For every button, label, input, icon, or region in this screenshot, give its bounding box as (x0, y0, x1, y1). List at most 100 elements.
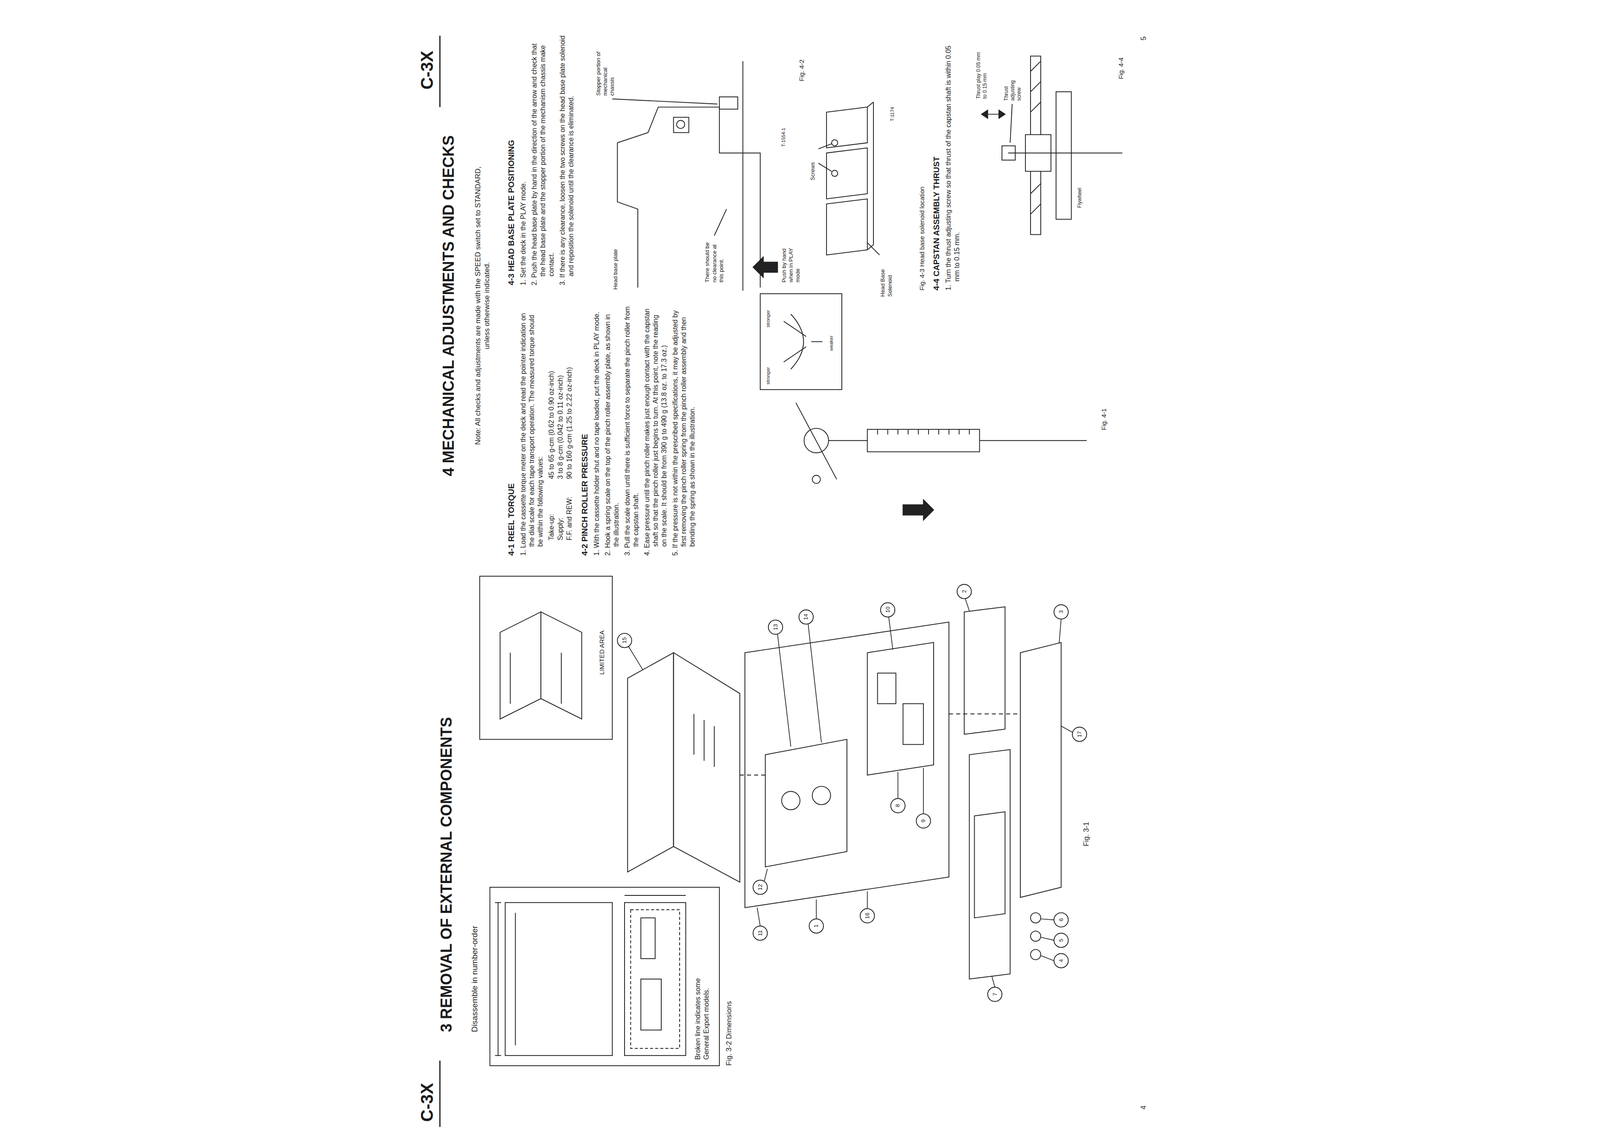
solenoid-figure (831, 170, 838, 177)
step-text: 1. Load the cassette torque meter on the… (519, 305, 545, 556)
callout-circle (1072, 727, 1087, 742)
figure-caption: Fig. 4-1 (1100, 391, 1109, 431)
exploded-view (812, 786, 831, 805)
callout-circle (957, 584, 972, 599)
callout-number: 16 (862, 910, 873, 923)
subsection-heading: 4-4 CAPSTAN ASSEMBLY THRUST (931, 35, 942, 291)
capstan-section (1007, 152, 1123, 154)
figure-label: Stopper portion of mechanical chassis (595, 50, 617, 97)
callout-number: 4 (1056, 954, 1067, 967)
dimension-figure (490, 887, 720, 1066)
callout-circle (809, 919, 824, 934)
callout-leader (1059, 618, 1062, 644)
head-base-plate (714, 209, 727, 236)
figure-note: Broken line indicates some General Expor… (693, 958, 711, 1061)
step-text: 4. Ease pressure until the pinch roller … (642, 305, 669, 556)
exploded-view (1020, 642, 1062, 898)
spring-scale (887, 429, 889, 435)
capstan-section (998, 110, 1005, 119)
step-text: 1. Turn the thrust adjusting screw so th… (944, 35, 962, 291)
dimension-figure (624, 895, 686, 897)
solenoid-figure (826, 107, 868, 149)
head-base-plate (719, 96, 738, 110)
dimension-figure (505, 902, 613, 1056)
limited-area-inset (499, 612, 541, 720)
dimension-figure (495, 1055, 502, 1057)
callout-number: 14 (800, 610, 812, 623)
exploded-view (693, 714, 695, 756)
spring-inset (783, 321, 807, 337)
solenoid-figure (867, 242, 880, 256)
table-cell: Take-up: (547, 481, 556, 541)
exploded-view (627, 607, 1062, 980)
callout-number: 10 (882, 604, 894, 617)
exploded-view (781, 791, 800, 810)
exploded-view (744, 622, 949, 909)
callout-leader (867, 891, 868, 909)
header-rule (439, 35, 441, 108)
callout-circle (753, 926, 768, 941)
drawing-number: T-1174 (889, 91, 896, 123)
capstan-section (981, 110, 988, 119)
callout-number: 13 (770, 621, 781, 634)
figure-caption: Fig. 4-2 (797, 42, 806, 82)
exploded-view (627, 652, 674, 873)
dimension-figure (497, 902, 499, 1056)
subsection-heading: 4-3 HEAD BASE PLATE POSITIONING (506, 35, 517, 286)
solenoid-figure (831, 139, 838, 146)
subsection-heading: 4-1 REEL TORQUE (506, 305, 517, 556)
figure-label: weaker (828, 323, 835, 352)
solenoid-figure (818, 143, 832, 149)
callout-leader (764, 869, 768, 882)
head-base-plate (676, 120, 685, 129)
head-base-plate (612, 61, 778, 291)
figure-label: LIMITED AREA (598, 611, 607, 694)
dimension-figure (624, 902, 686, 1056)
dimension-figure (630, 909, 680, 1049)
spring-scale (958, 429, 960, 435)
exploded-view (877, 673, 897, 704)
figure-caption: Fig. 4-4 (1117, 40, 1126, 80)
head-base-plate (612, 99, 718, 105)
callout-leader (1040, 919, 1055, 920)
model-code: C-3X (416, 50, 438, 107)
solenoid-figure (872, 102, 874, 246)
limited-area-inset (479, 576, 613, 740)
exploded-view (964, 607, 1006, 735)
callout-circle (1054, 953, 1069, 968)
callout-number: 8 (892, 800, 903, 812)
callout-number: 2 (959, 585, 970, 598)
spring-scale (948, 429, 950, 435)
figure-caption: Fig. 3-2 Dimensions (724, 953, 734, 1066)
table-cell: 90 to 160 g-cm (1.25 to 2.22 oz-inch) (565, 300, 574, 479)
callout-leader (1040, 955, 1055, 961)
spring-scale (828, 440, 868, 441)
step-text: 1. Set the deck in the PLAY mode. (519, 35, 528, 286)
note-text: Disassemble in number-order (469, 889, 480, 1033)
exploded-view (1030, 913, 1041, 924)
callout-number: 15 (619, 634, 630, 647)
head-base-plate (617, 107, 761, 288)
spring-inset (811, 341, 823, 343)
limited-area-inset (479, 576, 613, 740)
figure-caption: Fig. 3-1 (1081, 800, 1091, 847)
callout-number: 12 (755, 881, 766, 894)
callout-leader (628, 598, 1073, 988)
figure-label: stronger (765, 354, 772, 386)
step-text: 3. If there is any clearance, loosen the… (558, 35, 576, 286)
solenoid-figure (867, 102, 874, 108)
step-text: 5. If the pressure is not within the pre… (671, 305, 697, 556)
callout-leader (808, 624, 822, 743)
spring-scale (795, 402, 837, 480)
spring-inset (760, 293, 842, 390)
exploded-view (974, 811, 1006, 919)
capstan-section (981, 55, 1123, 235)
callout-number: 6 (1056, 913, 1067, 926)
spring-scale (804, 428, 829, 453)
callout-leader (965, 598, 970, 612)
spring-inset (760, 293, 842, 390)
callout-circle (987, 987, 1002, 1002)
table-cell: 45 to 65 g-cm (0.62 to 0.90 oz-inch) (547, 300, 556, 479)
exploded-view (713, 726, 715, 768)
